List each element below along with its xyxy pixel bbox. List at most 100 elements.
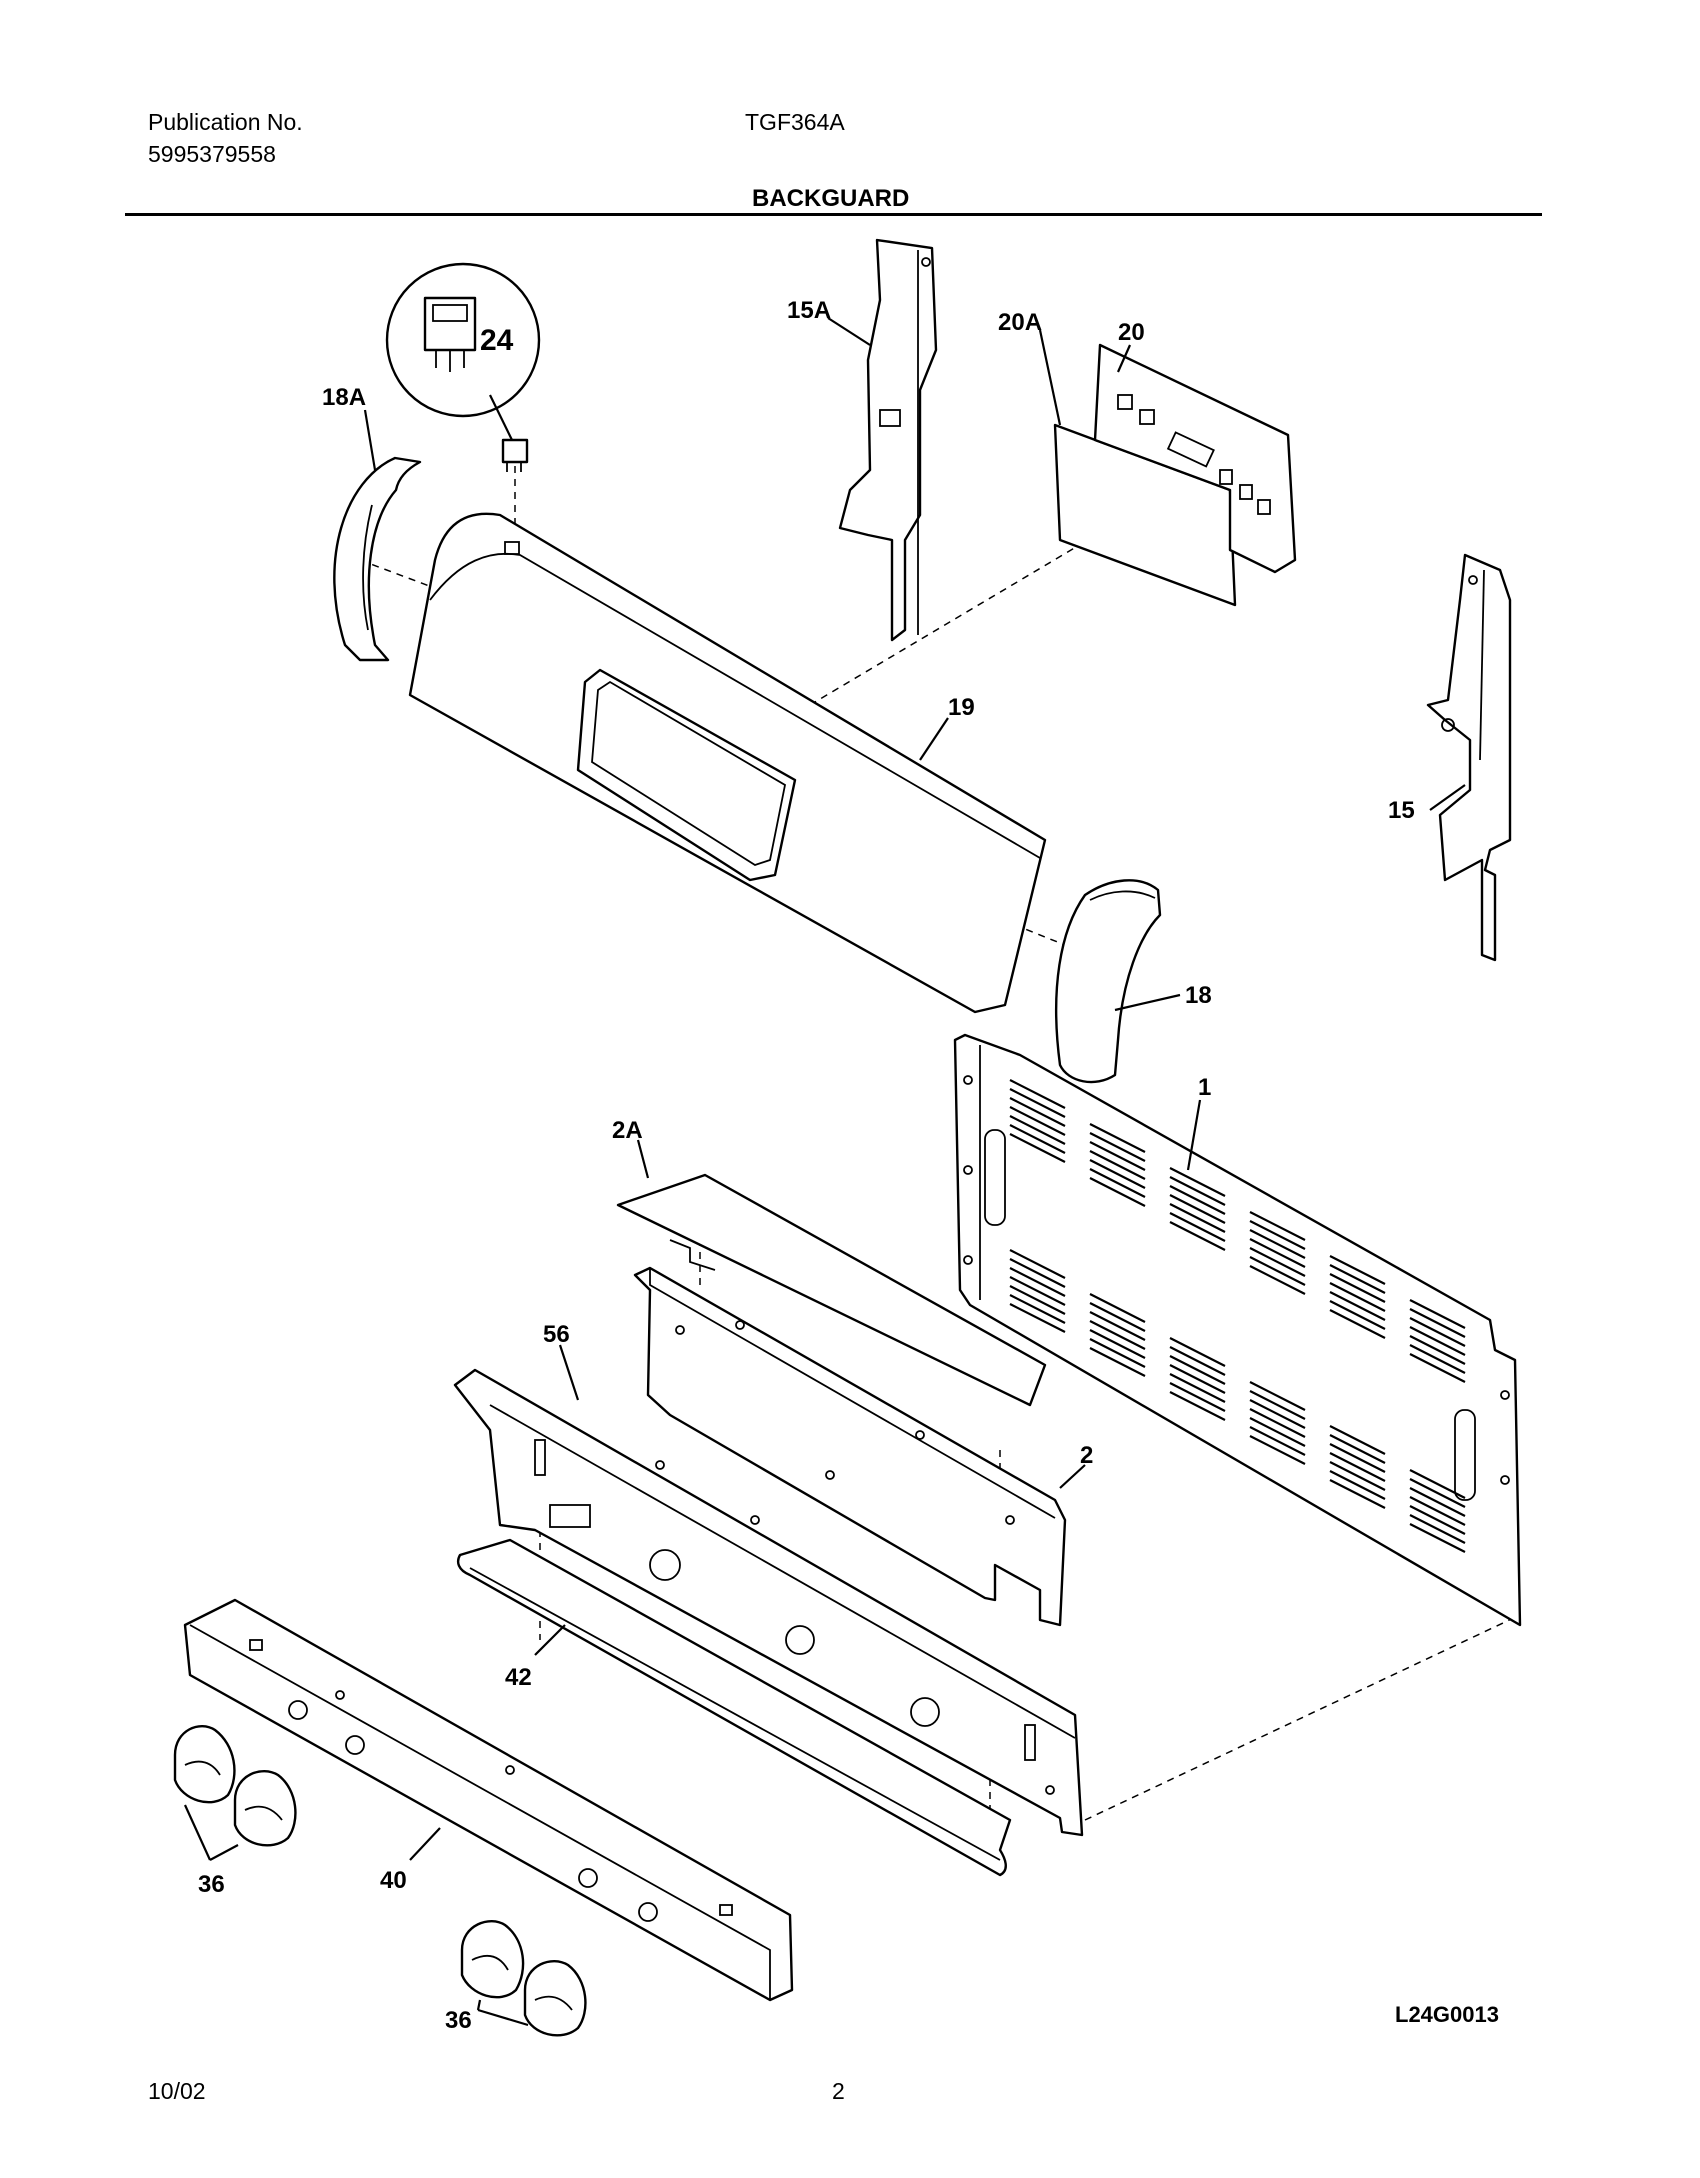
label-18A: 18A	[322, 384, 366, 411]
vent-slot	[1249, 1390, 1306, 1420]
part-24-rocker-switch	[385, 262, 541, 472]
vent-slot	[1249, 1256, 1306, 1286]
vent-slot	[1089, 1132, 1146, 1162]
vent-slot	[1089, 1177, 1146, 1207]
part-40-control-panel	[183, 1598, 794, 2002]
part-18-end-cap-right	[1055, 879, 1162, 1084]
vent-slot	[1249, 1265, 1306, 1295]
vent-slot	[1169, 1346, 1226, 1376]
model-number: TGF364A	[745, 109, 845, 135]
part-2-shield	[633, 1266, 1067, 1627]
label-56: 56	[543, 1321, 570, 1348]
part-56-manifold-panel	[453, 1368, 1084, 1837]
vent-slot	[1249, 1426, 1306, 1456]
vent-slot	[1329, 1452, 1386, 1482]
part-36-knobs-left	[173, 1725, 297, 1861]
vent-slot	[1249, 1220, 1306, 1250]
label-2A: 2A	[612, 1117, 643, 1144]
vent-slot	[1089, 1329, 1146, 1359]
label-15A: 15A	[787, 297, 831, 324]
vent-slot	[1329, 1309, 1386, 1339]
vent-slot	[1169, 1167, 1226, 1197]
vent-slot	[1009, 1294, 1066, 1324]
vent-slot	[1009, 1097, 1066, 1127]
vent-slot	[1249, 1211, 1306, 1241]
vent-slot	[1329, 1282, 1386, 1312]
vent-slot	[1009, 1276, 1066, 1306]
vent-slot	[1409, 1523, 1466, 1553]
vent-slot	[1329, 1255, 1386, 1285]
vent-slot	[1409, 1487, 1466, 1517]
vent-slot	[1329, 1434, 1386, 1464]
vent-slot	[1089, 1347, 1146, 1377]
vent-slot	[1009, 1249, 1066, 1279]
label-18: 18	[1185, 982, 1212, 1009]
part-42-trim-strip	[456, 1538, 1012, 1877]
label-2: 2	[1080, 1442, 1093, 1469]
vent-slot	[1409, 1308, 1466, 1338]
vent-slot	[1009, 1106, 1066, 1136]
vent-slot	[1409, 1496, 1466, 1526]
vent-slot	[1329, 1264, 1386, 1294]
vent-slot	[1169, 1221, 1226, 1251]
vent-slot	[1009, 1258, 1066, 1288]
vent-slot	[1089, 1159, 1146, 1189]
vent-slot	[1089, 1123, 1146, 1153]
vent-slot	[1249, 1408, 1306, 1438]
vent-slot	[1329, 1470, 1386, 1500]
label-20A: 20A	[998, 309, 1042, 336]
vent-slot	[1409, 1478, 1466, 1508]
part-2A-shield-top	[616, 1173, 1047, 1407]
vent-slot	[1009, 1303, 1066, 1333]
vent-slot	[1409, 1317, 1466, 1347]
label-42: 42	[505, 1664, 532, 1691]
label-19: 19	[948, 694, 975, 721]
vent-slot	[1169, 1382, 1226, 1412]
label-24: 24	[480, 324, 514, 357]
vent-slot	[1169, 1355, 1226, 1385]
vent-slot	[1169, 1364, 1226, 1394]
vent-slot	[1089, 1168, 1146, 1198]
vent-slot	[1329, 1479, 1386, 1509]
vent-slot	[1089, 1150, 1146, 1180]
label-40: 40	[380, 1867, 407, 1894]
vent-slot	[1249, 1381, 1306, 1411]
vent-slot	[1249, 1238, 1306, 1268]
publication-label: Publication No.	[148, 109, 303, 135]
part-1-rear-panel	[953, 1033, 1522, 1627]
vent-slot	[1409, 1326, 1466, 1356]
vent-slot	[1409, 1505, 1466, 1535]
vent-slot	[1169, 1203, 1226, 1233]
vent-slot	[1409, 1335, 1466, 1365]
vent-slot	[1009, 1079, 1066, 1109]
vent-slot	[1249, 1229, 1306, 1259]
leader-lines	[363, 317, 1466, 1861]
vent-slot	[1089, 1320, 1146, 1350]
vent-slot	[1329, 1291, 1386, 1321]
vent-slot	[1409, 1353, 1466, 1383]
vent-slot	[1329, 1273, 1386, 1303]
drawing-code: L24G0013	[1395, 2002, 1499, 2027]
vent-slot	[1169, 1212, 1226, 1242]
vent-slot	[1089, 1302, 1146, 1332]
label-15: 15	[1388, 797, 1415, 824]
vent-slot	[1089, 1311, 1146, 1341]
vent-slot	[1169, 1373, 1226, 1403]
vent-slot	[1169, 1194, 1226, 1224]
vent-slot	[1169, 1391, 1226, 1421]
vent-slot	[1009, 1133, 1066, 1163]
vent-slot	[1009, 1115, 1066, 1145]
part-15A-bracket-left	[838, 238, 938, 642]
label-20: 20	[1118, 319, 1145, 346]
vent-slot	[1329, 1300, 1386, 1330]
publication-number: 5995379558	[148, 141, 276, 167]
vent-slot	[1169, 1337, 1226, 1367]
header-rule	[125, 213, 1542, 216]
section-title: BACKGUARD	[752, 185, 910, 212]
vent-slot	[1409, 1344, 1466, 1374]
vent-slot	[1249, 1417, 1306, 1447]
vent-slot	[1009, 1088, 1066, 1118]
vent-slot	[1249, 1435, 1306, 1465]
footer-date: 10/02	[148, 2078, 206, 2104]
